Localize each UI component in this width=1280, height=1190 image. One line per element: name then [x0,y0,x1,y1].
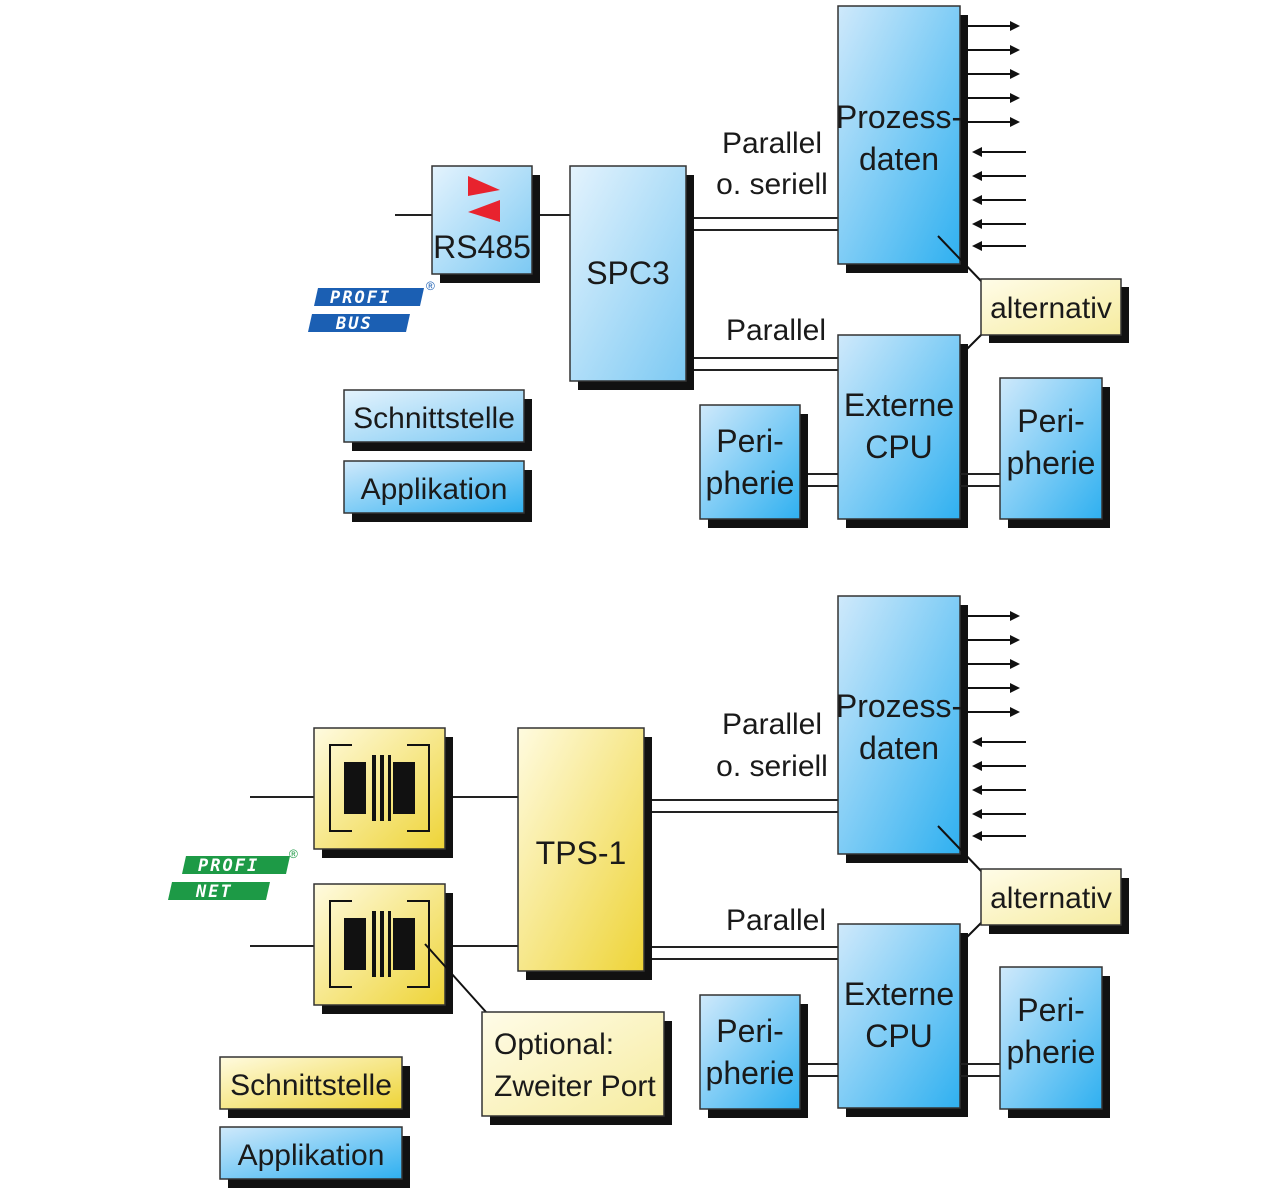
periphery-left-label-2: pherie [706,1055,795,1091]
legend-interface-label: Schnittstelle [230,1069,392,1102]
tps1-chip: TPS-1 [517,727,652,980]
profibus-logo-top: PROFI [330,288,391,308]
cpu-label-2: CPU [865,429,933,465]
parallel-label: Parallel [726,904,826,937]
process-data-label-2: daten [859,730,939,766]
alternativ-box: alternativ [980,868,1129,934]
profinet-reg-mark: ® [289,847,298,861]
periphery-left-label-1: Peri- [716,423,784,459]
profibus-logo-bottom: BUS [335,314,373,334]
output-arrows [968,21,1020,127]
alternativ-pointer-upper [937,235,983,283]
spc3-label: SPC3 [586,255,670,291]
profinet-logo-top: PROFI [198,856,259,876]
process-data-label-2: daten [859,141,939,177]
transformer-port-1 [313,727,453,858]
periphery-left-label-1: Peri- [716,1013,784,1049]
profibus-logo-icon: PROFI BUS ® [308,279,435,334]
optional-port-box: Optional: Zweiter Port [481,1011,672,1125]
parallel-serial-label-1: Parallel [722,708,822,741]
periphery-right-box: Peri- pherie [999,966,1110,1118]
external-cpu-box: Externe CPU [837,334,968,528]
periphery-right-label-1: Peri- [1017,992,1085,1028]
parallel-serial-label-2: o. seriell [716,168,828,201]
optional-label-1: Optional: [494,1028,614,1061]
top-diagram: RS485 SPC3 Parallel o. seriell Parallel … [308,5,1129,528]
legend-application-bottom: Applikation [219,1126,410,1188]
legend-interface-top: Schnittstelle [343,389,532,451]
legend-interface-bottom: Schnittstelle [219,1056,410,1118]
parallel-serial-label-1: Parallel [722,127,822,160]
output-arrows [968,611,1020,717]
alternativ-label: alternativ [990,882,1112,915]
legend-application-top: Applikation [343,460,532,522]
periphery-right-box: Peri- pherie [999,377,1110,528]
optional-label-2: Zweiter Port [494,1070,656,1103]
profinet-logo-icon: PROFI NET ® [168,847,298,902]
periphery-left-box: Peri- pherie [699,404,808,528]
profibus-reg-mark: ® [426,279,435,293]
parallel-label: Parallel [726,314,826,347]
periphery-right-label-2: pherie [1007,445,1096,481]
external-cpu-box: Externe CPU [837,923,968,1117]
process-data-label-1: Prozess- [836,99,962,135]
periphery-left-box: Peri- pherie [699,994,808,1118]
alternativ-pointer-upper [937,825,983,873]
bottom-diagram: TPS-1 Parallel o. seriell Parallel Proze… [168,595,1129,1188]
optional-pointer [424,943,487,1013]
transformer-port-2 [313,883,453,1014]
input-arrows [972,737,1026,841]
profinet-logo-bottom: NET [195,882,233,902]
periphery-right-label-2: pherie [1007,1034,1096,1070]
transformer-icon [329,744,430,832]
parallel-serial-label-2: o. seriell [716,750,828,783]
process-data-box: Prozess- daten [836,5,968,273]
rs485-label: RS485 [433,229,531,265]
alternativ-box: alternativ [980,278,1129,343]
process-data-box: Prozess- daten [836,595,968,863]
rs485-triangles-icon [468,176,500,222]
cpu-label-1: Externe [844,976,954,1012]
cpu-label-2: CPU [865,1018,933,1054]
alternativ-label: alternativ [990,292,1112,325]
legend-application-label: Applikation [238,1139,385,1172]
periphery-left-label-2: pherie [706,465,795,501]
spc3-chip: SPC3 [569,165,694,390]
legend-application-label: Applikation [361,473,508,506]
cpu-label-1: Externe [844,387,954,423]
periphery-right-label-1: Peri- [1017,403,1085,439]
tps1-label: TPS-1 [536,835,627,871]
transformer-icon [329,900,430,988]
rs485-box: RS485 [431,165,540,283]
process-data-label-1: Prozess- [836,688,962,724]
input-arrows [972,147,1026,251]
legend-interface-label: Schnittstelle [353,402,515,435]
